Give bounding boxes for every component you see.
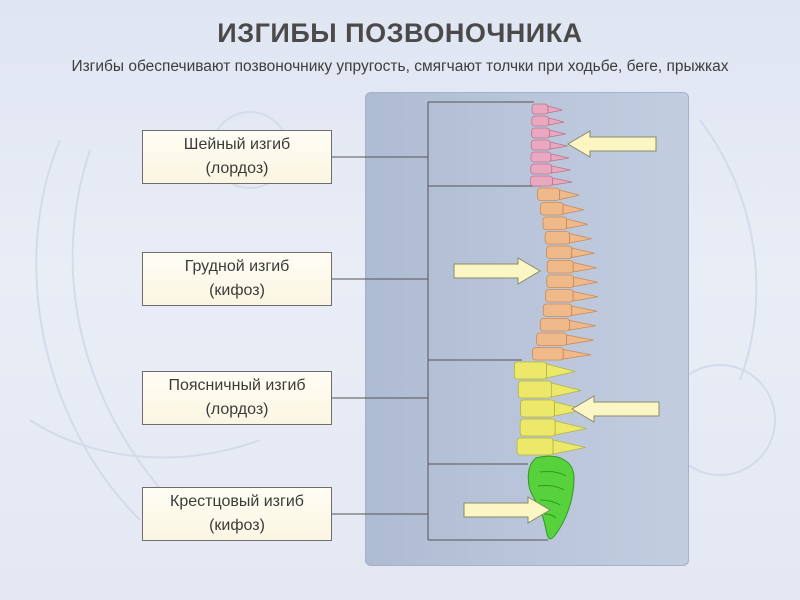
- thoracic-vertebra-process: [569, 232, 592, 244]
- label-lumbar-type: (лордоз): [205, 401, 269, 418]
- thoracic-vertebra-body: [546, 245, 573, 259]
- thoracic-vertebra-body: [545, 289, 574, 303]
- thoracic-vertebra-body: [532, 347, 564, 361]
- page-subtitle: Изгибы обеспечивают позвоночнику упругос…: [71, 58, 729, 75]
- sacrum-coccyx: [527, 455, 575, 540]
- lumbar-vertebra-process: [552, 439, 586, 455]
- label-thoracic-type: (кифоз): [209, 282, 265, 299]
- thoracic-vertebra-process: [573, 276, 598, 287]
- cervical-vertebra-body: [531, 103, 549, 115]
- lumbar-vertebrae: [514, 361, 587, 456]
- lumbar-vertebra-body: [520, 399, 556, 418]
- thoracic-vertebra-body: [546, 260, 574, 274]
- force-arrows: [453, 130, 660, 524]
- thoracic-vertebra-process: [571, 305, 598, 316]
- lumbar-vertebra-process: [554, 401, 586, 417]
- thoracic-vertebra-body: [539, 318, 570, 332]
- cervical-vertebra-process: [548, 117, 565, 126]
- arrow-cervical-left: [567, 130, 657, 158]
- label-cervical-curve: Шейный изгиб (лордоз): [142, 130, 332, 184]
- label-sacral-type: (кифоз): [209, 517, 265, 534]
- label-cervical-type: (лордоз): [205, 160, 269, 177]
- label-thoracic-name: Грудной изгиб: [184, 258, 290, 275]
- cervical-vertebra-process: [550, 153, 570, 162]
- spine-panel: [365, 92, 689, 566]
- thoracic-vertebrae: [532, 187, 599, 361]
- arrow-lumbar-left: [571, 395, 660, 423]
- thoracic-vertebra-process: [572, 291, 599, 302]
- label-sacral-name: Крестцовый изгиб: [170, 493, 304, 510]
- lumbar-vertebra-body: [514, 361, 547, 380]
- lumbar-vertebra-process: [551, 382, 582, 398]
- connector-lines: [332, 101, 548, 541]
- cervical-vertebra-process: [552, 177, 573, 186]
- label-cervical-name: Шейный изгиб: [183, 136, 291, 153]
- thoracic-vertebra-body: [539, 202, 564, 216]
- label-sacral-curve: Крестцовый изгиб (кифоз): [142, 487, 332, 541]
- label-lumbar-curve: Поясничный изгиб (лордоз): [142, 371, 332, 425]
- thoracic-vertebra-body: [542, 216, 568, 230]
- lumbar-vertebra-body: [516, 437, 554, 456]
- cervical-vertebra-process: [551, 165, 571, 174]
- thoracic-vertebra-process: [559, 189, 580, 200]
- cervical-vertebrae: [530, 103, 573, 187]
- thoracic-vertebra-body: [536, 332, 568, 346]
- page-title: ИЗГИБЫ ПОЗВОНОЧНИКА: [217, 18, 583, 48]
- arrow-thoracic-right: [453, 257, 541, 285]
- thoracic-vertebra-body: [544, 231, 570, 245]
- thoracic-vertebra-body: [542, 303, 573, 317]
- thoracic-vertebra-process: [562, 203, 584, 215]
- lumbar-vertebra-process: [546, 363, 576, 379]
- lumbar-vertebra-body: [518, 380, 552, 399]
- arrow-sacral-right: [463, 496, 551, 524]
- cervical-vertebra-body: [531, 127, 550, 139]
- cervical-vertebra-process: [547, 105, 563, 114]
- thoracic-vertebra-body: [537, 187, 560, 201]
- cervical-vertebra-process: [549, 141, 568, 150]
- thoracic-vertebra-body: [546, 274, 575, 288]
- thoracic-vertebra-process: [569, 320, 596, 331]
- lumbar-vertebra-process: [554, 420, 587, 436]
- thoracic-vertebra-process: [562, 349, 592, 360]
- cervical-vertebra-body: [530, 151, 552, 163]
- cervical-vertebra-body: [531, 115, 550, 127]
- cervical-vertebra-body: [530, 139, 551, 151]
- thoracic-vertebra-process: [572, 262, 597, 273]
- cervical-vertebra-body: [530, 175, 553, 187]
- thoracic-vertebra-process: [566, 218, 588, 229]
- cervical-vertebra-process: [549, 129, 566, 138]
- label-thoracic-curve: Грудной изгиб (кифоз): [142, 252, 332, 306]
- sacrum-detail: [537, 471, 567, 519]
- label-lumbar-name: Поясничный изгиб: [168, 377, 306, 394]
- thoracic-vertebra-process: [571, 247, 595, 258]
- cervical-vertebra-body: [530, 163, 553, 175]
- lumbar-vertebra-body: [519, 418, 556, 437]
- thoracic-vertebra-process: [566, 334, 594, 345]
